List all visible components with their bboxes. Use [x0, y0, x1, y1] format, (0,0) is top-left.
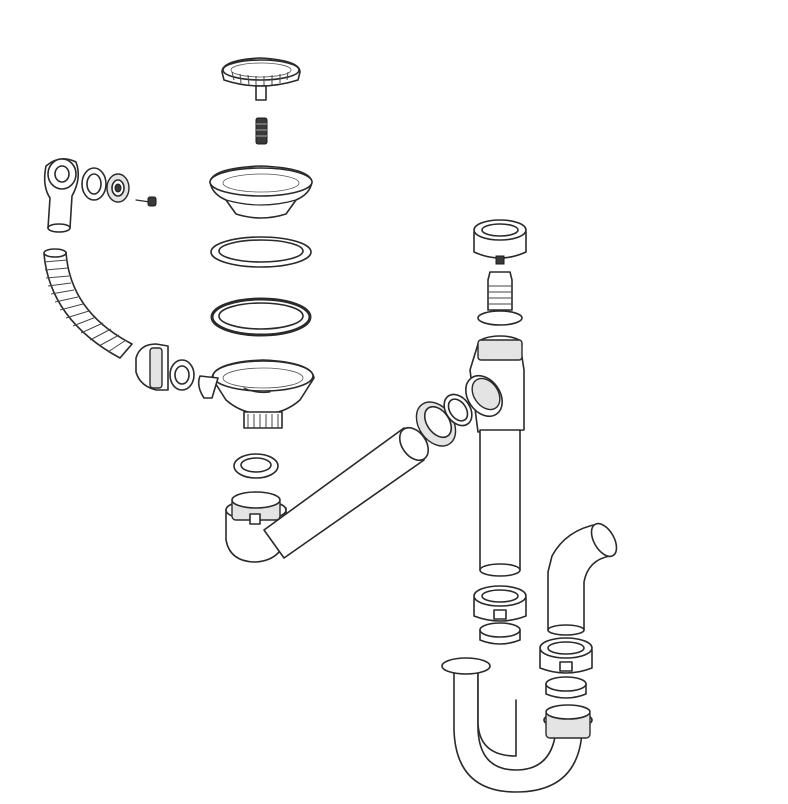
top-cap	[473, 219, 527, 259]
pipe-nut	[415, 393, 473, 447]
overflow-ring	[81, 167, 107, 201]
horizontal-pipe	[263, 426, 430, 559]
corrugated-hose	[43, 248, 133, 359]
elbow-connector	[225, 491, 287, 563]
sink-flange	[209, 165, 313, 219]
overflow-nut	[106, 173, 130, 203]
small-washer	[233, 453, 279, 479]
outlet-bend	[547, 522, 618, 636]
overflow-head	[43, 158, 80, 233]
rubber-gasket	[210, 297, 312, 337]
outlet-nut	[539, 637, 593, 674]
overflow-screw	[135, 196, 157, 207]
tee-fitting	[465, 335, 525, 433]
strainer-basket	[221, 57, 301, 101]
screw-bolt	[255, 117, 268, 145]
trap-washer	[479, 622, 521, 645]
hose-barb	[477, 255, 523, 326]
u-trap	[441, 657, 593, 793]
flat-washer	[210, 236, 312, 268]
outlet-washer	[545, 676, 587, 699]
vertical-pipe	[479, 429, 521, 577]
strainer-body	[197, 359, 315, 429]
hose-coupling	[135, 343, 195, 391]
trap-nut	[473, 585, 527, 622]
